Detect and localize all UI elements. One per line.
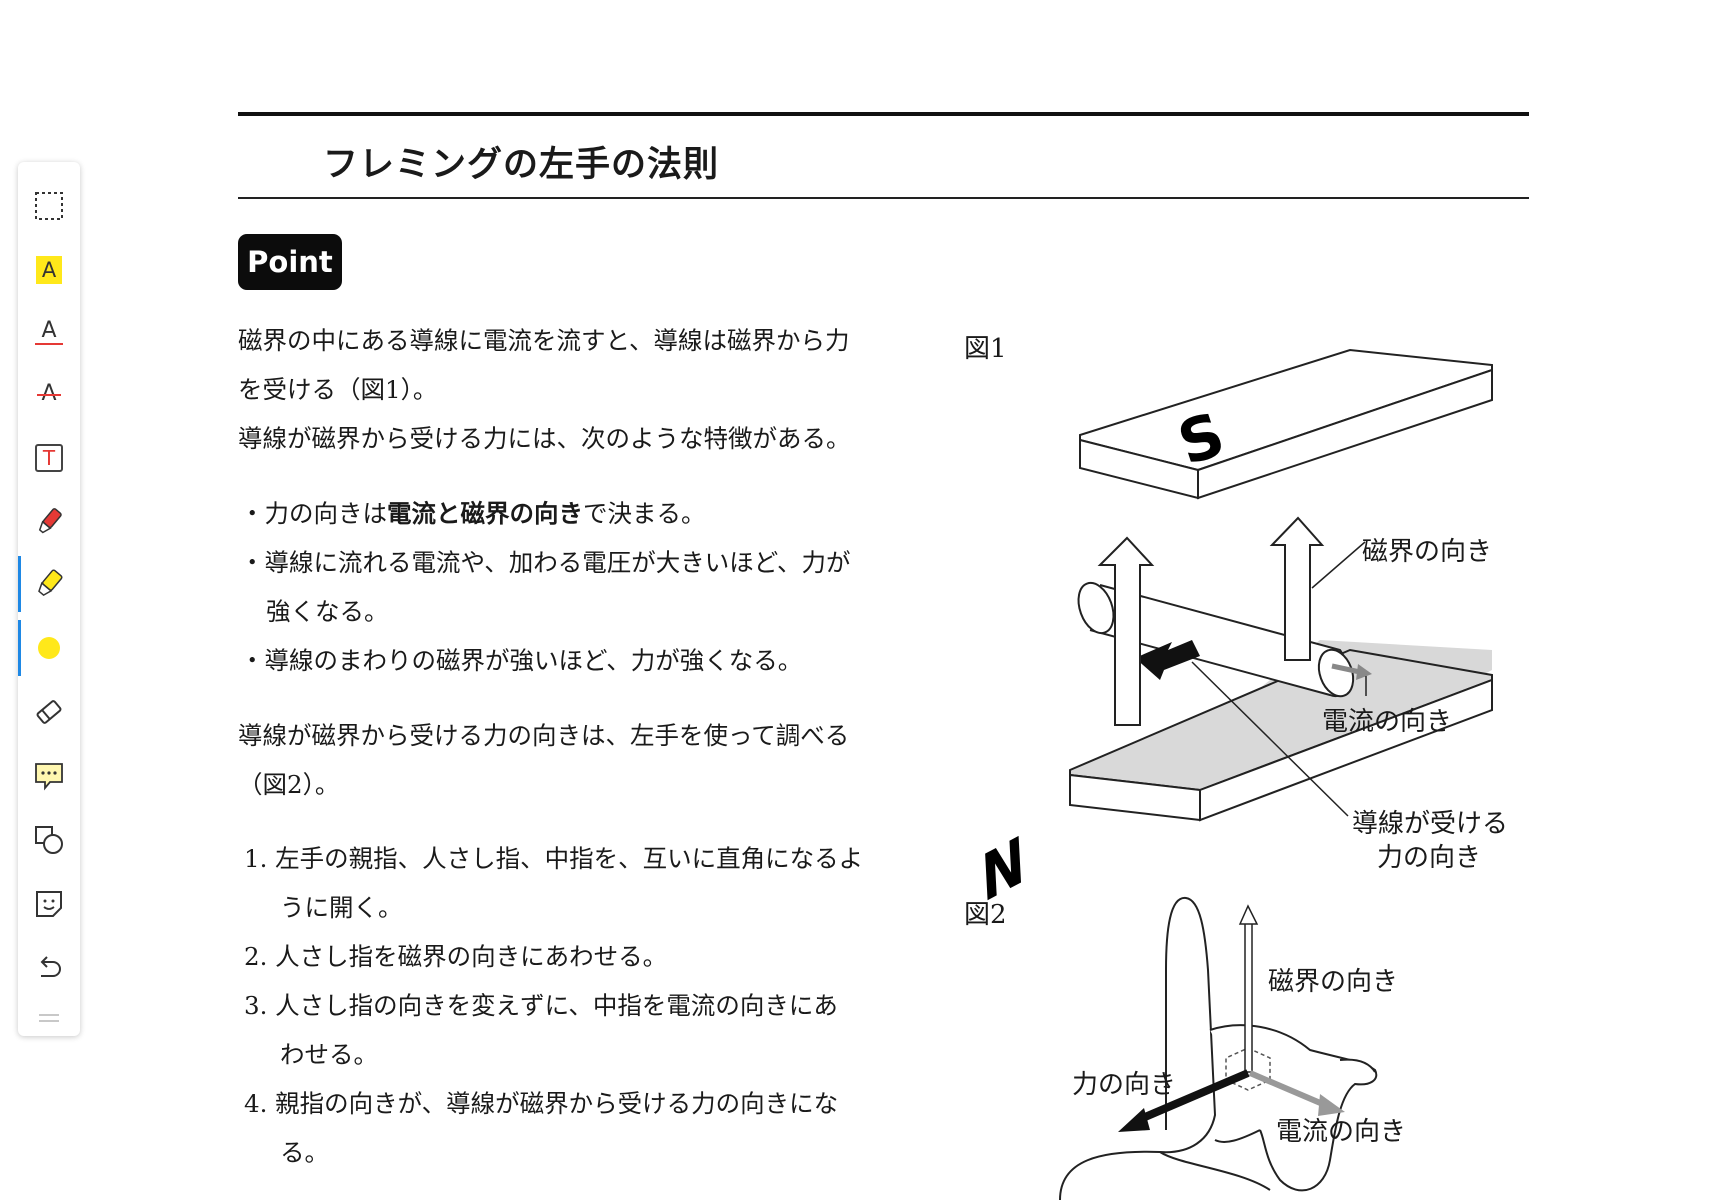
sticker-icon [36,891,62,917]
paragraph-3-line-1: 導線が磁界から受ける力の向きは、左手を使って調べる [238,721,850,750]
undo-icon [40,956,61,977]
figure-2-current-arrow [1248,1070,1345,1116]
color-picker[interactable] [18,620,80,676]
step-4-line-2: る。 [280,1138,329,1167]
left-hand-outline [1059,896,1378,1200]
step-1-line-2: うに開く。 [280,893,403,922]
axis-origin-marker [1225,1047,1271,1091]
pen-tool[interactable] [18,494,80,550]
figure-2-current-label: 電流の向き [1276,1117,1406,1147]
magnet-s [1079,348,1493,500]
step-4-line-1: 4. 親指の向きが、導線が磁界から受ける力の向きにな [244,1089,839,1118]
eraser-icon [36,700,62,724]
figure-2-force-label: 力の向き [1072,1070,1176,1100]
highlighter-icon [38,569,63,597]
force-arrow [1135,640,1200,680]
underline-tool[interactable]: A [18,304,80,360]
figure-1-current-label: 電流の向き [1322,707,1452,737]
bullet-1-pre: ・力の向きは [240,499,387,528]
highlight-a-icon: A [36,256,62,284]
toolbar-drag-handle[interactable] [39,1014,59,1026]
figure-2-force-arrow [1118,1069,1250,1132]
text-box-tool[interactable]: T [18,430,80,486]
annotation-toolbar: A A A T [18,162,80,1036]
underline-a-icon: A [35,319,63,345]
highlight-text-tool[interactable]: A [18,242,80,298]
figure-2-label: 図2 [964,900,1007,930]
bullet-1: ・力の向きは電流と磁界の向きで決まる。 [240,495,706,530]
step-3-line-1: 3. 人さし指の向きを変えずに、中指を電流の向きにあ [244,991,838,1020]
paragraph-3-line-2: （図2）。 [238,770,340,799]
paragraph-1-line-2: を受ける（図1）。 [238,375,438,404]
strikethrough-a-icon: A [35,382,63,406]
bullet-2-line-1: ・導線に流れる電流や、加わる電圧が大きいほど、力が [240,548,851,577]
bullet-1-bold: 電流と磁界の向き [387,499,583,528]
conducting-rod [1077,581,1355,698]
marker-pen-icon [38,508,62,534]
figure-1-label: 図1 [964,334,1007,364]
field-leader-line [1311,541,1366,589]
paragraph-1-line-1: 磁界の中にある導線に電流を流すと、導線は磁界から力 [238,326,850,355]
comment-bubble-icon [35,763,63,791]
figure-1-diagram: N S 磁界の向き 電流の向き 導線が受ける 力の向き [980,348,1508,918]
highlighter-tool[interactable] [18,556,80,612]
force-leader-line [1191,661,1349,817]
magnet-n [1069,648,1493,822]
field-arrows [1097,516,1325,726]
step-2: 2. 人さし指を磁界の向きにあわせる。 [244,942,668,971]
bullet-3: ・導線のまわりの磁界が強いほど、力が強くなる。 [240,646,803,675]
bullet-1-post: で決まる。 [583,499,706,528]
shapes-icon [35,826,63,854]
page-title: フレミングの左手の法則 [323,145,720,185]
figure-1-force-label-line-1: 導線が受ける [1352,809,1508,839]
figure-2-field-arrow [1238,904,1259,1073]
point-badge: Point [238,234,342,290]
sticker-tool[interactable] [18,876,80,932]
figure-1-force-label-line-2: 力の向き [1377,843,1481,873]
strike-glyph: A [41,381,56,406]
strike-line [37,394,61,396]
undo-button[interactable] [18,940,80,996]
figure-2-field-label: 磁界の向き [1268,967,1398,997]
title-bottom-rule [238,197,1529,199]
strikethrough-tool[interactable]: A [18,366,80,422]
comment-tool[interactable] [18,748,80,804]
eraser-tool[interactable] [18,684,80,740]
dashed-rectangle-icon [35,192,63,220]
figure-2-diagram: 磁界の向き 力の向き 電流の向き [1059,896,1406,1200]
figure-1-field-label: 磁界の向き [1362,537,1492,567]
current-arrow [1331,663,1372,680]
bullet-2-line-2: 強くなる。 [266,597,389,626]
selection-tool[interactable] [18,178,80,234]
step-3-line-2: わせる。 [280,1040,378,1069]
step-1-line-1: 1. 左手の親指、人さし指、中指を、互いに直角になるよ [244,844,864,873]
yellow-color-dot-icon [38,637,60,659]
text-box-icon: T [35,444,63,472]
paragraph-2: 導線が磁界から受ける力には、次のような特徴がある。 [238,424,851,453]
shapes-tool[interactable] [18,812,80,868]
title-top-rule [238,112,1529,116]
